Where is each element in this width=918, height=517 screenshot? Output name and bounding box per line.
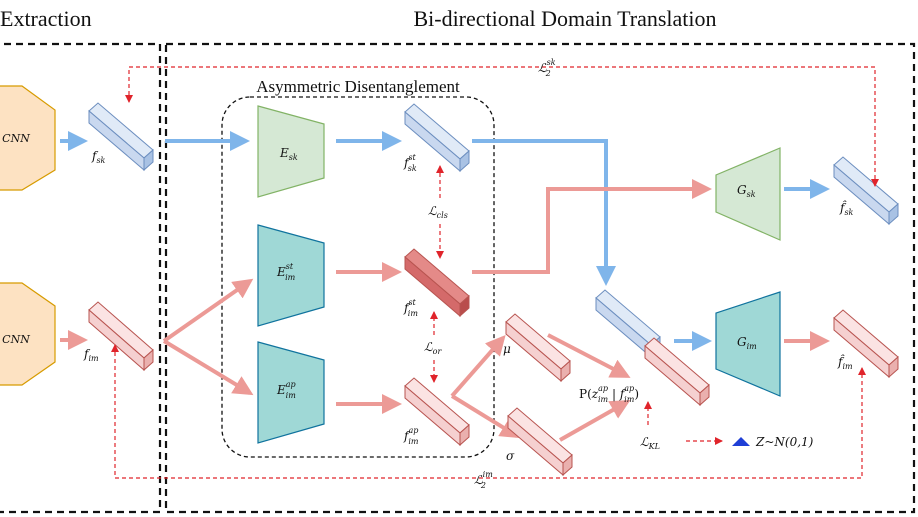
cnn-bottom-block [0, 282, 56, 386]
label-fhat-im: f̂im [837, 353, 853, 371]
encoder-sketch-block [257, 105, 325, 198]
encoder-image-structure-block [257, 224, 325, 327]
prior-distribution-icon [732, 437, 750, 446]
extraction-frame [0, 42, 162, 514]
label-loss-or: ℒor [424, 340, 442, 356]
arrow-fimap-to-sigma [450, 394, 521, 439]
label-E-sk: Esk [279, 146, 298, 162]
translation-title: Bi-directional Domain Translation [413, 6, 716, 31]
disentanglement-title: Asymmetric Disentanglement [256, 77, 460, 96]
extraction-title: Extraction [0, 6, 92, 31]
arrow-fskst-to-combined [472, 139, 616, 286]
arrow-fimap-to-mu [450, 334, 506, 398]
cnn-top-block [0, 85, 56, 191]
label-G-im: Gim [737, 335, 757, 351]
feature-fimap-bar [404, 377, 470, 447]
label-prior: Z~N(0,1) [755, 435, 814, 449]
loss-l2-sk-line [125, 66, 879, 187]
loss-l2-im-line [111, 344, 866, 479]
cnn-bottom-label: CNN [2, 333, 30, 346]
label-G-sk: Gsk [737, 183, 756, 199]
translation-frame [164, 42, 916, 514]
label-f-sk: fsk [91, 149, 106, 165]
label-loss-cls: ℒcls [428, 204, 448, 220]
label-loss-kl: ℒKL [640, 435, 660, 451]
feature-sigma-bar [507, 407, 573, 477]
label-mu: μ [503, 342, 511, 356]
arrow-sigma-to-posterior [559, 400, 631, 442]
arrow-fim-to-Eimst [162, 278, 254, 343]
label-fhat-sk: f̂sk [839, 199, 854, 217]
arrow-fimst-to-Gsk [472, 179, 712, 274]
label-f-im: fim [83, 347, 99, 363]
arrow-fim-to-Eimap [162, 339, 254, 396]
cnn-top-label: CNN [2, 132, 30, 145]
label-sigma: σ [506, 449, 515, 463]
feature-fimst-bar [404, 248, 470, 318]
feature-combined-red-bar [644, 337, 710, 407]
feature-mu-bar [505, 313, 571, 383]
